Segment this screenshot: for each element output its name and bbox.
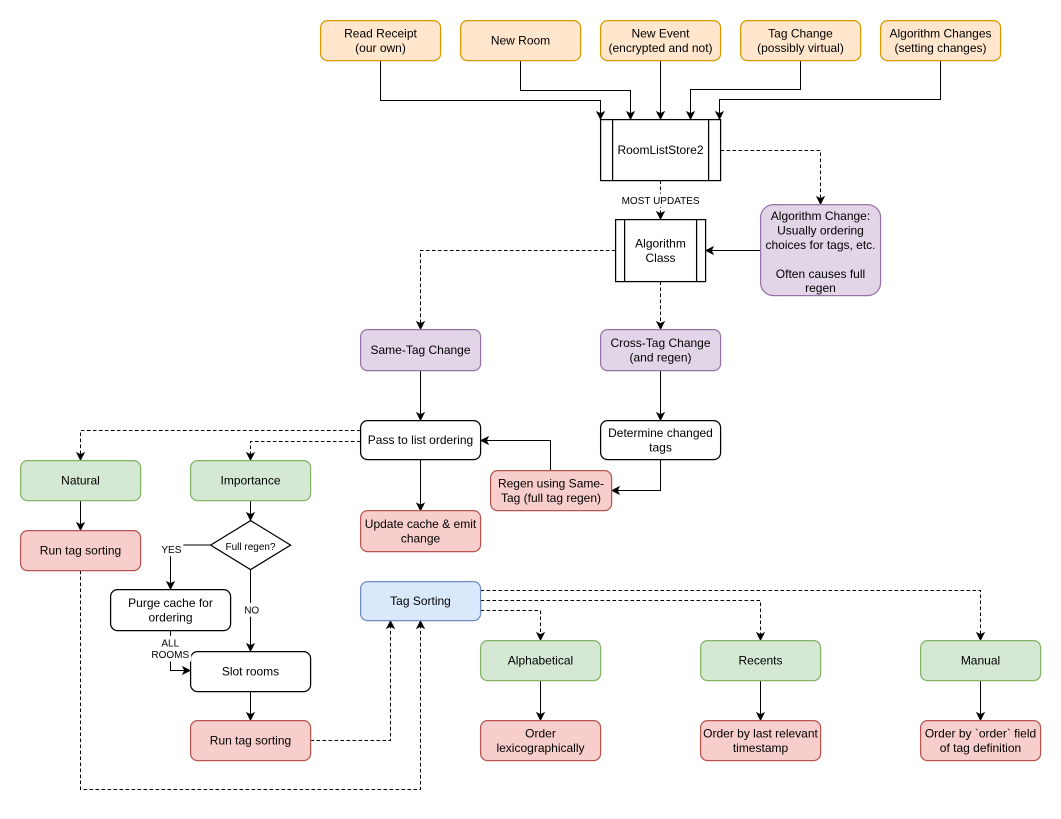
- svg-text:lexicographically: lexicographically: [496, 741, 584, 755]
- svg-text:ROOMS: ROOMS: [151, 650, 189, 661]
- svg-text:MOST UPDATES: MOST UPDATES: [622, 196, 700, 207]
- svg-text:Algorithm Changes: Algorithm Changes: [889, 27, 991, 41]
- svg-text:Order: Order: [525, 727, 556, 741]
- svg-text:Tag (full tag regen): Tag (full tag regen): [501, 491, 601, 505]
- svg-text:Full regen?: Full regen?: [225, 542, 275, 553]
- svg-text:Class: Class: [645, 251, 675, 265]
- svg-text:tags: tags: [649, 440, 672, 454]
- svg-text:(setting changes): (setting changes): [894, 41, 986, 55]
- svg-text:New Room: New Room: [491, 34, 550, 48]
- svg-text:(our own): (our own): [355, 41, 406, 55]
- svg-text:Recents: Recents: [738, 654, 782, 668]
- svg-text:choices for tags, etc.: choices for tags, etc.: [765, 238, 875, 252]
- svg-text:(possibly virtual): (possibly virtual): [757, 41, 844, 55]
- svg-text:Tag Change: Tag Change: [768, 27, 833, 41]
- svg-text:Determine changed: Determine changed: [608, 426, 713, 440]
- svg-text:Same-Tag Change: Same-Tag Change: [370, 343, 470, 357]
- svg-text:Slot rooms: Slot rooms: [222, 665, 279, 679]
- svg-text:YES: YES: [161, 545, 181, 556]
- svg-text:Pass to list ordering: Pass to list ordering: [368, 433, 473, 447]
- svg-text:ALL: ALL: [161, 638, 179, 649]
- svg-text:Usually ordering: Usually ordering: [777, 224, 864, 238]
- svg-text:of tag definition: of tag definition: [940, 741, 1021, 755]
- svg-text:Run tag sorting: Run tag sorting: [210, 734, 291, 748]
- svg-text:Algorithm Change:: Algorithm Change:: [771, 209, 870, 223]
- svg-text:Often causes full: Often causes full: [776, 267, 865, 281]
- svg-text:(and regen): (and regen): [629, 350, 691, 364]
- svg-text:regen: regen: [805, 281, 836, 295]
- svg-text:Order by last relevant: Order by last relevant: [703, 727, 818, 741]
- svg-text:Run tag sorting: Run tag sorting: [40, 544, 121, 558]
- svg-text:Alphabetical: Alphabetical: [508, 654, 573, 668]
- svg-text:timestamp: timestamp: [733, 741, 789, 755]
- svg-text:Tag Sorting: Tag Sorting: [390, 594, 451, 608]
- svg-text:ordering: ordering: [148, 610, 192, 624]
- svg-text:Update cache & emit: Update cache & emit: [365, 517, 477, 531]
- svg-text:Algorithm: Algorithm: [635, 237, 686, 251]
- svg-text:Manual: Manual: [961, 654, 1000, 668]
- svg-text:change: change: [401, 531, 441, 545]
- svg-text:Order by `order` field: Order by `order` field: [925, 727, 1036, 741]
- svg-text:Importance: Importance: [220, 474, 280, 488]
- svg-text:RoomListStore2: RoomListStore2: [617, 143, 703, 157]
- svg-text:(encrypted and not): (encrypted and not): [608, 41, 712, 55]
- svg-text:NO: NO: [244, 605, 259, 616]
- svg-text:New Event: New Event: [631, 27, 690, 41]
- svg-text:Purge cache for: Purge cache for: [128, 596, 213, 610]
- svg-text:Natural: Natural: [61, 474, 100, 488]
- svg-text:Read Receipt: Read Receipt: [344, 27, 417, 41]
- svg-text:Regen using Same-: Regen using Same-: [498, 477, 604, 491]
- svg-text:Cross-Tag Change: Cross-Tag Change: [610, 336, 710, 350]
